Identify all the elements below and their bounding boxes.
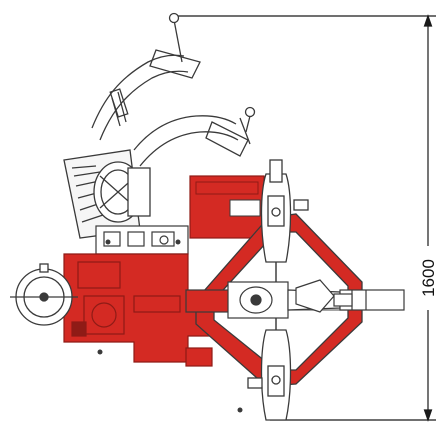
dimension-arrow-bottom	[423, 409, 433, 422]
dimension-label: 1600	[419, 259, 438, 297]
dimension-1600	[176, 14, 436, 422]
dimension-text-backdrop	[419, 246, 437, 310]
dimension-arrow-top	[423, 14, 433, 27]
bolt-details	[97, 239, 243, 413]
air-tank	[10, 263, 78, 326]
clamp-jaw-bottom	[247, 318, 292, 421]
lower-arm	[133, 106, 256, 167]
center-linkage	[95, 225, 189, 255]
column-block-red	[189, 175, 265, 239]
main-body-red	[63, 253, 215, 367]
upper-arm	[91, 12, 201, 141]
clamp-jaw-right	[295, 279, 353, 313]
bead-breaker-housing	[63, 149, 151, 239]
clamp-jaw-top	[260, 159, 309, 282]
